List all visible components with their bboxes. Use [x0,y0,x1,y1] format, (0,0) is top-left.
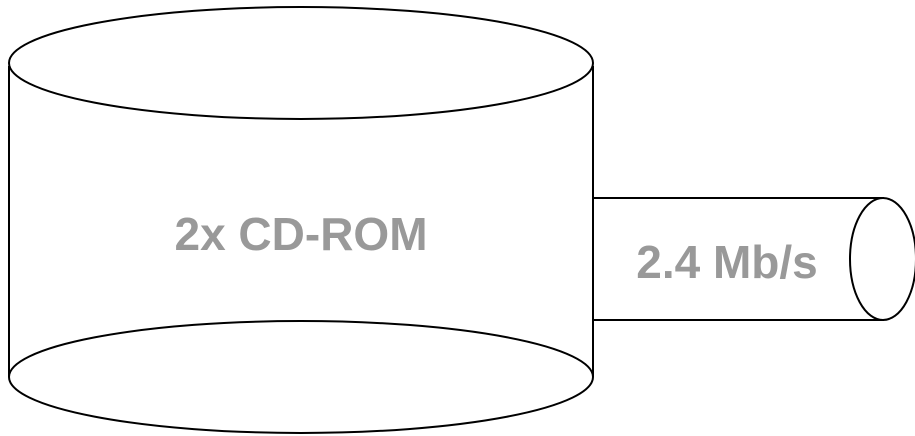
pipe [593,197,915,321]
cylinder-top-ellipse [8,6,594,120]
cylinder-label: 2x CD-ROM [174,208,427,260]
pipe-end-ellipse [849,197,915,321]
cylinder-bottom-ellipse [8,320,594,434]
pipe-throughput-label: 2.4 Mb/s [636,236,818,288]
cylinder [8,6,594,434]
